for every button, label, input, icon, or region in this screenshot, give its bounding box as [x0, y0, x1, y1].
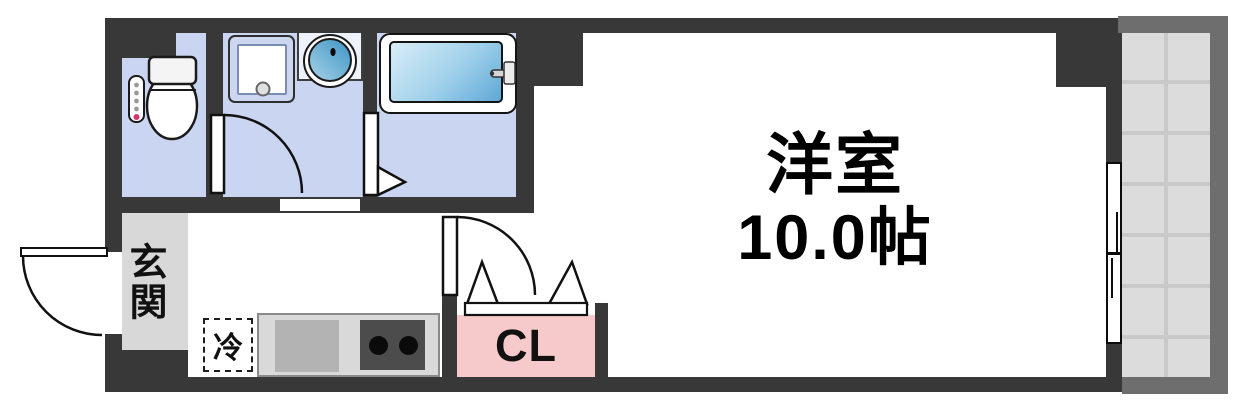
entrance-door-arc-icon: [21, 255, 103, 337]
main-room-size-label: 10.0帖: [737, 203, 933, 273]
window-glass-line: [1116, 212, 1118, 252]
entrance-label: 玄関: [123, 242, 165, 322]
window-divider: [1108, 252, 1120, 255]
balcony-rail-top: [1118, 16, 1228, 33]
kitchen-doorway-opening: [280, 199, 360, 211]
wall-pipe-space-block: [516, 18, 583, 86]
closet-label: CL: [495, 320, 557, 371]
closet-door-triangle-icon: [546, 258, 589, 306]
wall-main-right-lower: [1106, 344, 1122, 392]
window-glass-line: [1111, 258, 1113, 298]
wall-toilet-washroom: [206, 33, 223, 213]
washing-machine-pan-inner: [237, 44, 287, 95]
wall-entrance-bottom: [107, 350, 188, 392]
entrance-door-leaf-icon: [20, 247, 108, 257]
wall-bottom: [187, 377, 1122, 392]
entrance-floor: [122, 213, 188, 350]
wall-column-top-right: [1056, 18, 1118, 87]
closet-floor: [457, 315, 595, 377]
bathtub-icon: [379, 33, 517, 114]
stove-burner-icon: [369, 336, 388, 355]
wall-closet-left: [442, 296, 457, 378]
entrance-door-opening: [105, 252, 122, 334]
washing-machine-pan-icon: [228, 35, 295, 103]
closet-door-track-icon: [463, 301, 589, 317]
washbasin-counter: [297, 33, 363, 81]
kitchen-door-leaf-icon: [441, 215, 459, 297]
wall-top: [105, 18, 1118, 33]
sliding-window-icon: [1106, 162, 1122, 344]
kitchen-sink-icon: [275, 320, 339, 372]
stove-burner-icon: [399, 336, 418, 355]
refrigerator-space: 冷: [203, 318, 253, 372]
refrigerator-label: 冷: [213, 332, 243, 365]
wall-toilet-corner-notch: [120, 33, 176, 58]
balcony-rail-right: [1210, 16, 1228, 394]
wall-washroom-bathroom: [363, 33, 377, 199]
balcony-rail-bottom: [1122, 377, 1228, 394]
stove-icon: [360, 320, 425, 370]
balcony-floor: [1122, 33, 1210, 377]
kitchen-counter: [257, 313, 440, 377]
kitchen-door-arc-icon: [456, 215, 537, 296]
main-room-name-label: 洋室: [766, 128, 904, 203]
closet-door-triangle-icon: [465, 258, 500, 306]
wall-closet-right: [595, 303, 608, 378]
bathtub-water: [389, 41, 503, 103]
